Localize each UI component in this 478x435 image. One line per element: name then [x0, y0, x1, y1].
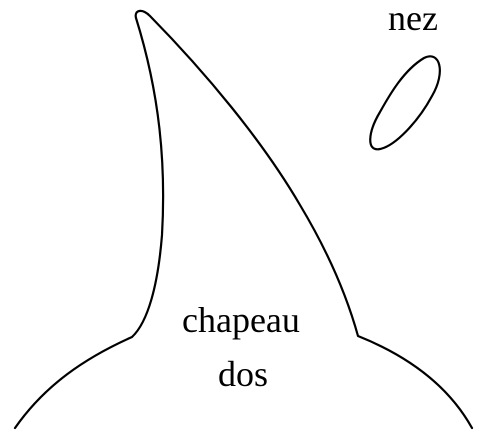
hat-label: chapeau	[182, 300, 300, 340]
nose-label: nez	[388, 0, 438, 38]
nose-pattern-piece	[369, 55, 441, 151]
back-label: dos	[218, 354, 269, 394]
hat-back-pattern-piece	[13, 9, 474, 430]
